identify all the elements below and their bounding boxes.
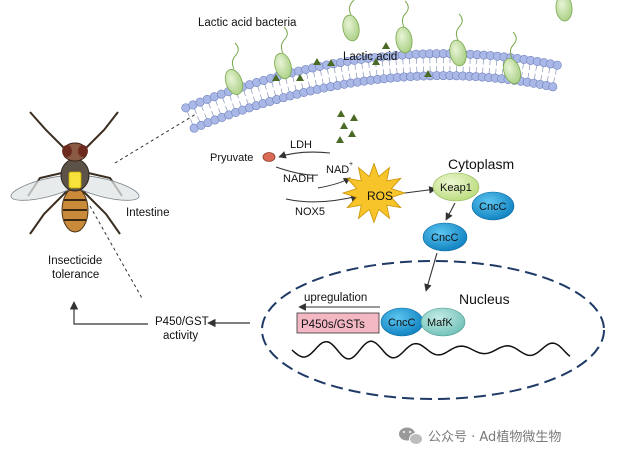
nox5-arrow bbox=[285, 193, 359, 203]
upregulation-label: upregulation bbox=[304, 292, 367, 304]
lactic-acid-bacterium bbox=[502, 31, 522, 85]
nadh-label: NADH bbox=[283, 173, 314, 185]
intestine-label: Intestine bbox=[126, 207, 169, 219]
p450-gst-activity-line2: activity bbox=[163, 330, 198, 342]
lactic-acid-bacterium bbox=[449, 13, 467, 67]
ros-label: ROS bbox=[367, 189, 393, 203]
lactic-acid-molecule bbox=[337, 110, 345, 117]
nucleus-envelope bbox=[261, 260, 605, 400]
ldh-arrow bbox=[278, 151, 331, 159]
bacterium-flagellum bbox=[231, 42, 239, 70]
p450s-gsts-gene-box bbox=[296, 312, 380, 334]
bacterium-flagellum bbox=[280, 26, 288, 54]
lactic-acid-molecule bbox=[372, 58, 380, 65]
bacterium-flagellum bbox=[348, 0, 355, 16]
release-arrow bbox=[445, 202, 456, 221]
lactic-acid-bacterium bbox=[274, 26, 292, 80]
bacterium-body bbox=[502, 57, 522, 85]
bacterium-flagellum bbox=[455, 13, 463, 41]
lactic-acid-bacterium bbox=[395, 0, 413, 54]
bacterium-flagellum bbox=[509, 31, 517, 59]
cncc-free-label: CncC bbox=[431, 232, 459, 244]
nad-charge: + bbox=[349, 161, 353, 168]
lactic-acid-molecule bbox=[327, 59, 335, 66]
keap1-label: Keap1 bbox=[440, 182, 472, 194]
insecticide-label-line2: tolerance bbox=[52, 269, 99, 281]
fly-left-eye bbox=[62, 145, 72, 157]
watermark-text: 公众号 · Ad植物微生物 bbox=[428, 430, 561, 445]
lactic-acid-molecule bbox=[348, 130, 356, 137]
bacterium-body bbox=[395, 26, 413, 54]
lactic-acid-molecule bbox=[340, 122, 348, 129]
lipid-head bbox=[552, 60, 562, 70]
lactic-acid-label: Lactic acid bbox=[343, 51, 397, 63]
bacterium-body bbox=[342, 14, 360, 42]
ros-to-keap1-arrow bbox=[404, 186, 437, 194]
lactic-acid-molecule bbox=[382, 42, 390, 49]
pyruvate-dot bbox=[262, 152, 276, 162]
mafk-protein bbox=[420, 307, 466, 337]
bacterium-body bbox=[274, 52, 292, 80]
housefly-illustration bbox=[10, 111, 140, 235]
fly-right-eye bbox=[78, 145, 88, 157]
lactic-acid-bacterium bbox=[342, 0, 360, 42]
p450s-gsts-label: P450s/GSTs bbox=[301, 319, 365, 331]
fly-gut-highlight bbox=[68, 171, 82, 189]
cncc-nuclear-label: CncC bbox=[388, 317, 416, 329]
fly-abdomen-stripes bbox=[63, 199, 87, 221]
ros-burst-shape bbox=[341, 162, 407, 224]
nucleus-label: Nucleus bbox=[459, 291, 510, 307]
lactic-acid-molecule bbox=[272, 74, 280, 81]
zoom-line-top bbox=[114, 113, 197, 164]
cytoplasm-label: Cytoplasm bbox=[448, 156, 514, 172]
wechat-icon bbox=[399, 427, 423, 445]
lactic-acid-molecules bbox=[272, 42, 432, 143]
cncc-free-protein bbox=[422, 222, 468, 252]
lactic-acid-molecule bbox=[424, 70, 432, 77]
mafk-label: MafK bbox=[427, 317, 453, 329]
keap1-protein bbox=[432, 172, 480, 202]
lipid-head bbox=[548, 82, 558, 92]
insecticide-label-line1: Insecticide bbox=[48, 255, 102, 267]
cncc-bound-protein bbox=[471, 191, 515, 221]
watermark: 公众号 · Ad植物微生物 bbox=[399, 427, 561, 445]
bacterium-flagellum bbox=[401, 0, 409, 28]
bacterium-body bbox=[224, 69, 244, 95]
nad-label: NAD bbox=[326, 164, 349, 176]
lactic-acid-molecule bbox=[296, 74, 304, 81]
dna-strand bbox=[291, 340, 571, 360]
lactic-acid-bacterium bbox=[555, 0, 573, 22]
nadh-to-nad-arrow bbox=[317, 177, 351, 189]
lactic-acid-bacteria-group bbox=[224, 0, 573, 95]
lactic-acid-bacterium bbox=[224, 42, 244, 95]
activity-to-tolerance-arrow bbox=[69, 301, 148, 325]
cncc-bound-label: CncC bbox=[479, 201, 507, 213]
ldh-label: LDH bbox=[290, 139, 312, 151]
bacterium-body bbox=[449, 39, 467, 67]
p450-gst-activity-line1: P450/GST bbox=[155, 316, 209, 328]
nuclear-translocation-arrow bbox=[424, 252, 438, 292]
ldh-nox5-cycle: Pryuvate LDH NADH NAD + NOX5 bbox=[210, 139, 359, 218]
zoom-line-bottom bbox=[89, 205, 144, 301]
lactic-acid-bacteria-label: Lactic acid bacteria bbox=[198, 17, 297, 29]
pyruvate-label: Pryuvate bbox=[210, 152, 253, 164]
nox5-label: NOX5 bbox=[295, 206, 325, 218]
lactic-acid-molecule bbox=[313, 58, 321, 65]
lactic-acid-molecule bbox=[336, 136, 344, 143]
lactic-acid-molecule bbox=[350, 114, 358, 121]
nadh-curve bbox=[275, 166, 319, 176]
bacterium-body bbox=[555, 0, 573, 22]
